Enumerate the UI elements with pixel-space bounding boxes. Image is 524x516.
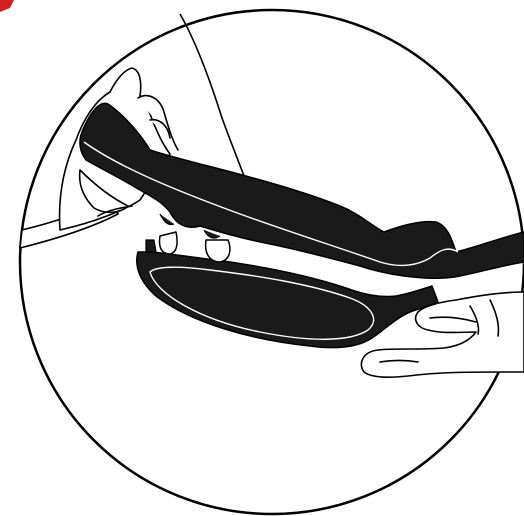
corner-mark [0, 0, 14, 12]
